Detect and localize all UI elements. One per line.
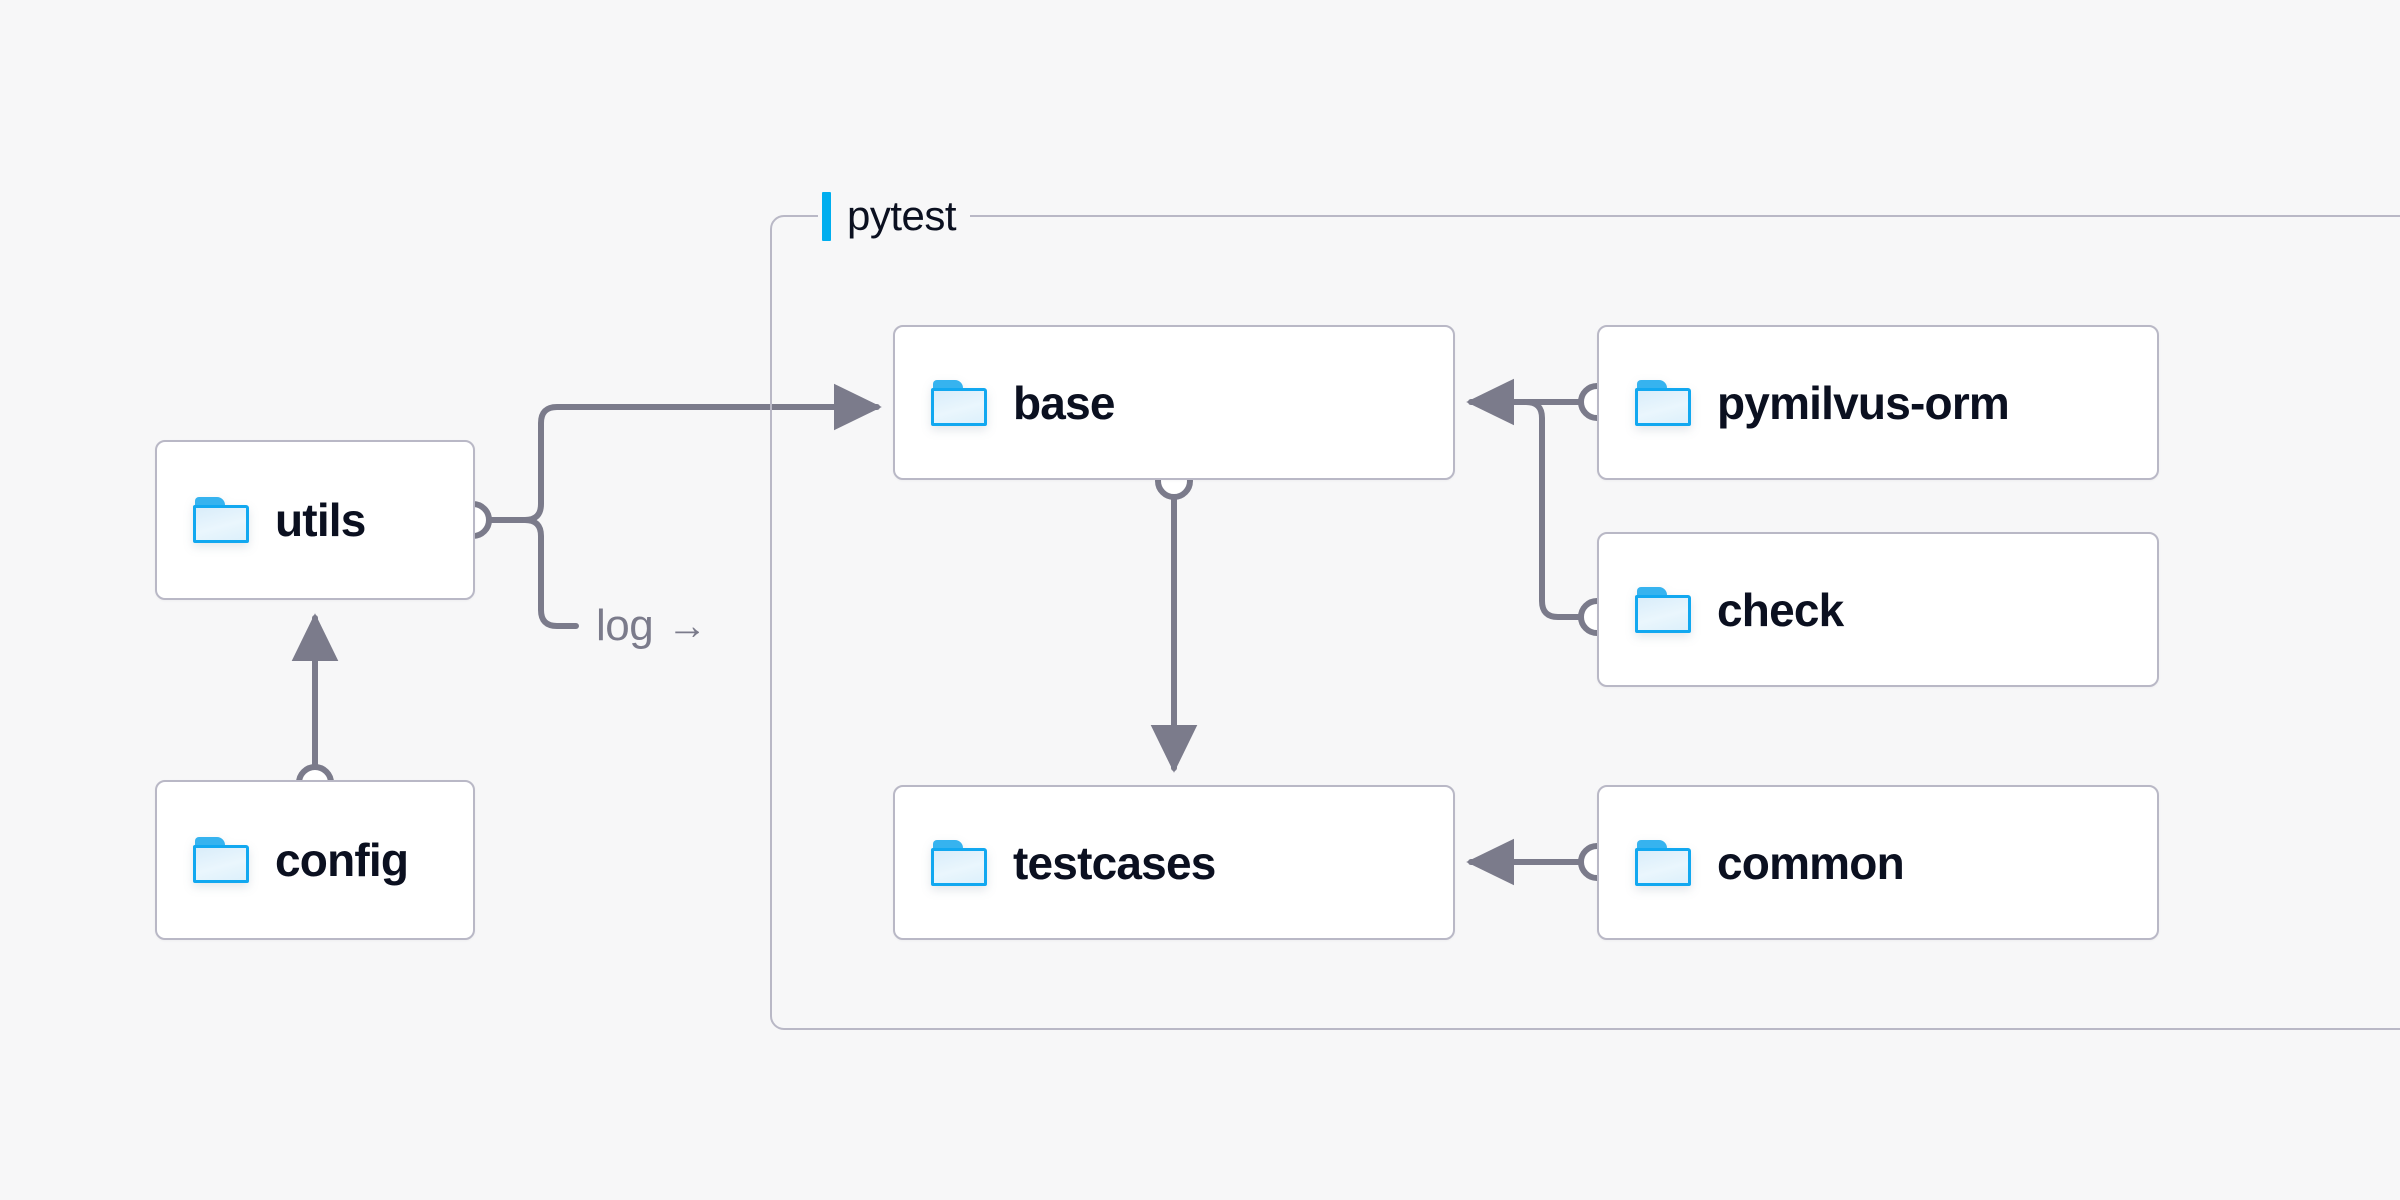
node-common[interactable]: common — [1597, 785, 2159, 940]
accent-bar-icon — [822, 191, 831, 241]
folder-icon — [931, 839, 987, 886]
edge-label-log-text: log — [596, 601, 654, 650]
node-label: base — [1013, 376, 1115, 429]
group-pytest[interactable] — [770, 215, 2400, 1030]
folder-icon — [931, 379, 987, 426]
node-label: check — [1717, 583, 1844, 636]
node-config[interactable]: config — [155, 780, 475, 940]
edge-label-log: log → — [596, 601, 707, 651]
node-pymilvus-orm[interactable]: pymilvus-orm — [1597, 325, 2159, 480]
node-label: common — [1717, 836, 1905, 889]
folder-icon — [1635, 839, 1691, 886]
group-title: pytest — [847, 192, 957, 239]
arrow-right-icon: → — [667, 604, 707, 648]
folder-icon — [1635, 586, 1691, 633]
edge-utils-to-log — [522, 517, 579, 629]
node-label: testcases — [1013, 836, 1216, 889]
group-pytest-label: pytest — [818, 188, 971, 244]
node-check[interactable]: check — [1597, 532, 2159, 687]
node-utils[interactable]: utils — [155, 440, 475, 600]
node-label: utils — [275, 494, 366, 546]
folder-icon — [1635, 379, 1691, 426]
folder-icon — [193, 497, 249, 543]
node-label: config — [275, 834, 409, 886]
node-base[interactable]: base — [893, 325, 1455, 480]
node-testcases[interactable]: testcases — [893, 785, 1455, 940]
node-label: pymilvus-orm — [1717, 376, 2010, 429]
folder-icon — [193, 837, 249, 883]
